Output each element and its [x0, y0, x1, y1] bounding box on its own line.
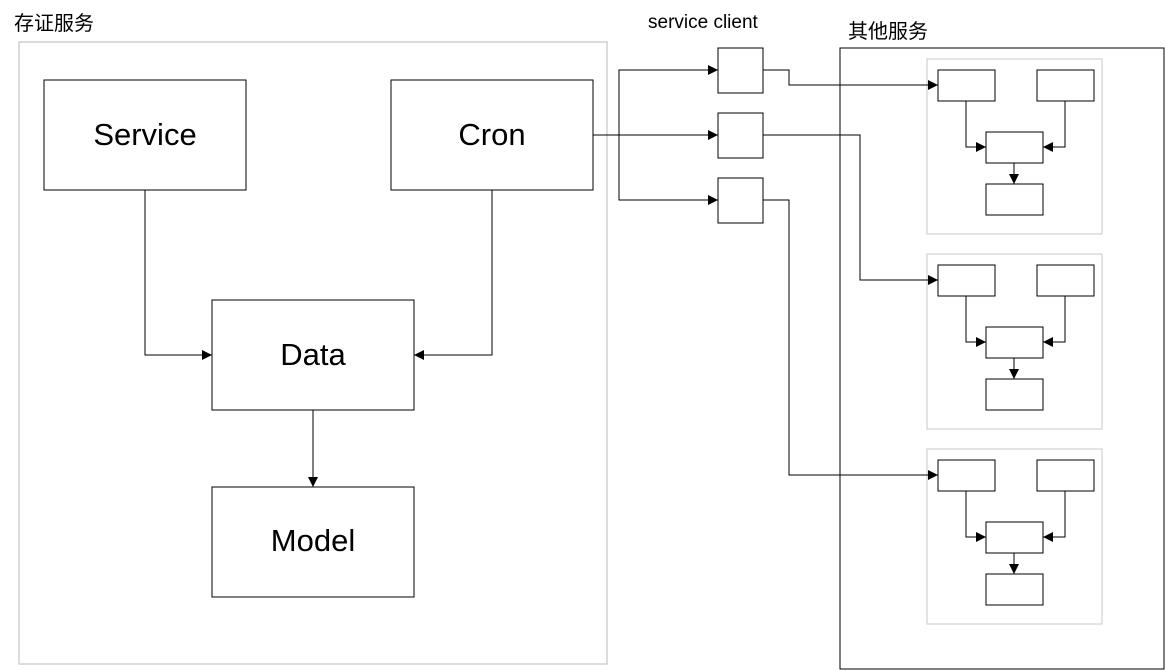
- evidence-service-title: 存证服务: [14, 11, 94, 35]
- arrow-client-1-to-sub-service-1: [763, 69, 938, 90]
- arrow-cron-to-client-3: [618, 135, 718, 205]
- sub-service-3: [926, 448, 1103, 625]
- sub-service-box: [985, 378, 1044, 411]
- sub-service-2: [926, 253, 1103, 430]
- sub-service-arrow: [965, 101, 986, 152]
- arrow-cron-to-data: [414, 190, 493, 360]
- sub-service-1: [926, 58, 1103, 235]
- sub-service-frame: [926, 58, 1103, 235]
- sub-service-box: [937, 69, 996, 102]
- sub-service-box: [1036, 264, 1095, 297]
- arrow-cron-to-client-1: [593, 65, 718, 136]
- other-services-title: 其他服务: [848, 19, 928, 43]
- sub-service-box: [937, 264, 996, 297]
- service-client-box-1: [717, 47, 764, 94]
- model-node: [211, 486, 415, 598]
- arrow-client-3-to-sub-service-3: [763, 199, 938, 480]
- service-node: [43, 79, 247, 191]
- evidence-service-container: [18, 41, 608, 665]
- service-client-box-3: [717, 177, 764, 224]
- data-node: [211, 299, 415, 411]
- sub-service-arrow: [965, 491, 986, 542]
- model-node-label: Model: [271, 523, 355, 558]
- cron-node-label: Cron: [458, 117, 525, 152]
- sub-service-arrow: [1043, 491, 1066, 542]
- service-client-label: service client: [648, 12, 759, 33]
- service-client-box-2: [717, 112, 764, 159]
- sub-service-box: [985, 521, 1044, 554]
- service-node-label: Service: [93, 117, 196, 152]
- data-node-label: Data: [280, 337, 346, 372]
- sub-service-box: [985, 326, 1044, 359]
- sub-service-box: [1036, 459, 1095, 492]
- sub-service-frame: [926, 253, 1103, 430]
- sub-service-frame: [926, 448, 1103, 625]
- other-services-container: [839, 47, 1165, 670]
- arrow-service-to-data: [144, 190, 212, 360]
- sub-service-arrow: [965, 296, 986, 347]
- arrow-client-2-to-sub-service-2: [763, 134, 938, 285]
- sub-service-arrow: [1043, 296, 1066, 347]
- sub-service-box: [985, 131, 1044, 164]
- sub-service-arrow: [1043, 101, 1066, 152]
- sub-service-box: [1036, 69, 1095, 102]
- sub-service-box: [985, 573, 1044, 606]
- sub-service-box: [937, 459, 996, 492]
- cron-node: [390, 79, 594, 191]
- sub-service-box: [985, 183, 1044, 216]
